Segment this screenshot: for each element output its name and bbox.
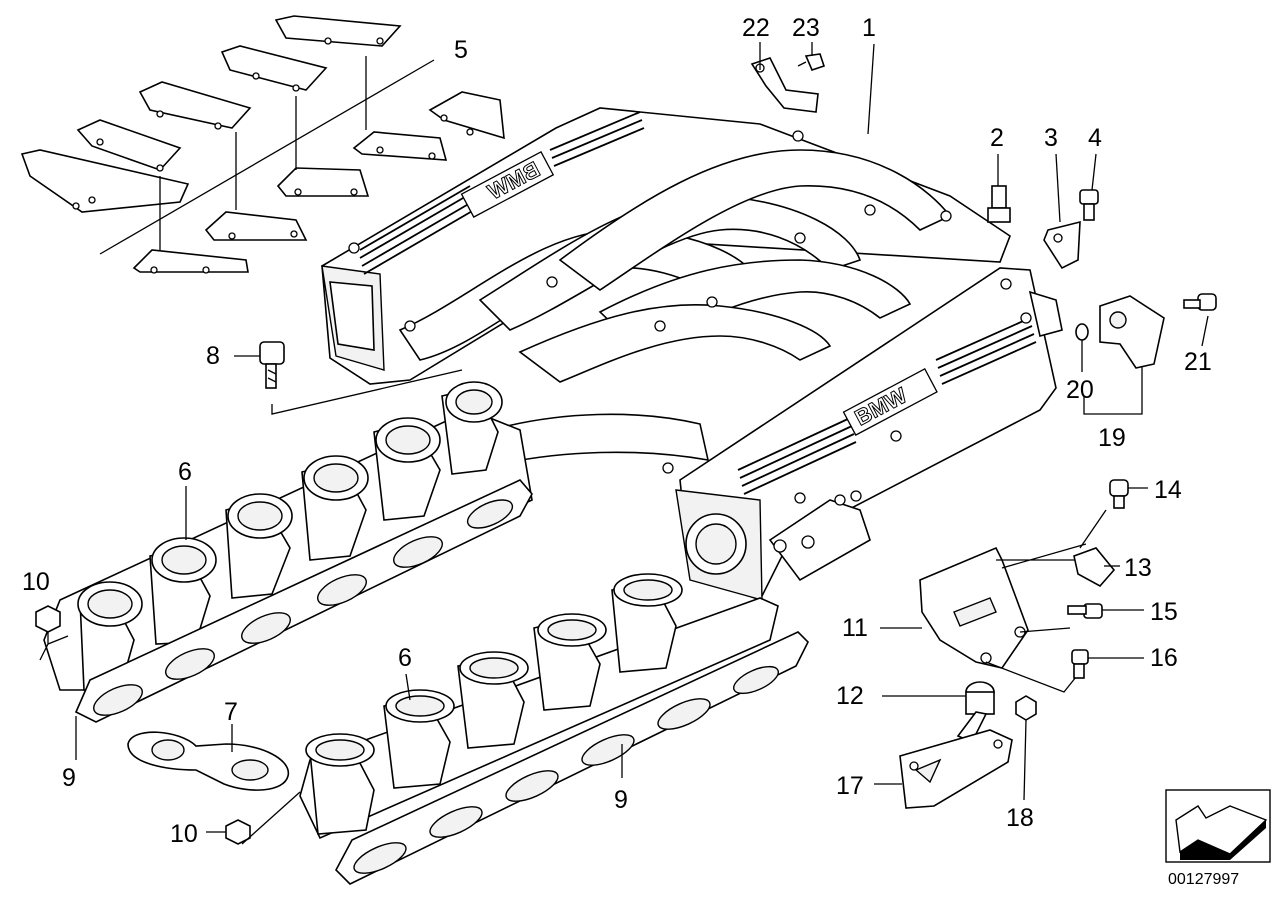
callout-8: 8 [206,342,220,370]
callout-10a: 10 [22,568,50,596]
callout-14: 14 [1154,476,1182,504]
plenum-ribs-left [359,111,645,275]
callout-6a: 6 [178,458,192,486]
leader-lines [75,42,1209,833]
callout-18: 18 [1006,804,1034,832]
sensor-19 [1083,295,1165,415]
gasket-7 [127,731,290,791]
callout-15: 15 [1150,598,1178,626]
callout-2: 2 [990,124,1004,152]
callout-6b: 6 [398,644,412,672]
sensor-12 [956,681,995,744]
callout-numbers: 1 2 3 4 5 6 6 7 8 9 9 10 10 11 12 13 14 … [22,14,1212,848]
bolt-4 [1079,189,1099,221]
vent-screw-8 [259,341,463,415]
intake-manifold: BMW BMW [321,107,1063,601]
callout-23: 23 [792,14,820,42]
callout-16: 16 [1150,644,1178,672]
orientation-arrow-box [1165,789,1271,863]
bracket-3 [1043,220,1081,270]
bolt-15 [1067,603,1103,619]
callout-13: 13 [1124,554,1152,582]
nut-10-upper [35,605,69,661]
runner-set-lower [299,573,809,885]
bracket-11 [919,543,1087,693]
callout-9b: 9 [614,786,628,814]
bolt-14 [1109,479,1129,509]
callout-21: 21 [1184,348,1212,376]
callout-22: 22 [742,14,770,42]
nut-10-lower [225,791,301,845]
callout-10b: 10 [170,820,198,848]
bracket-22 [750,57,819,113]
callout-20: 20 [1066,376,1094,404]
callout-19: 19 [1098,424,1126,452]
callout-4: 4 [1088,124,1102,152]
runner-set-upper [43,381,533,723]
plate-17 [899,729,1013,809]
callout-5: 5 [454,36,468,64]
flap-covers [20,15,505,274]
nut-18 [1015,695,1037,721]
stud-2 [987,185,1011,223]
callout-17: 17 [836,772,864,800]
plenum-ribs-right [737,317,1037,495]
callout-12: 12 [836,682,864,710]
o-ring-20 [1075,323,1089,341]
bolt-21 [1183,293,1217,311]
document-id: 00127997 [1168,871,1239,888]
sensor-13 [1073,509,1116,588]
callout-3: 3 [1044,124,1058,152]
bolt-16 [1071,649,1089,679]
callout-11: 11 [842,614,868,642]
bolt-23 [797,53,826,71]
callout-7: 7 [224,698,238,726]
callout-1: 1 [862,14,876,42]
callout-9a: 9 [62,764,76,792]
